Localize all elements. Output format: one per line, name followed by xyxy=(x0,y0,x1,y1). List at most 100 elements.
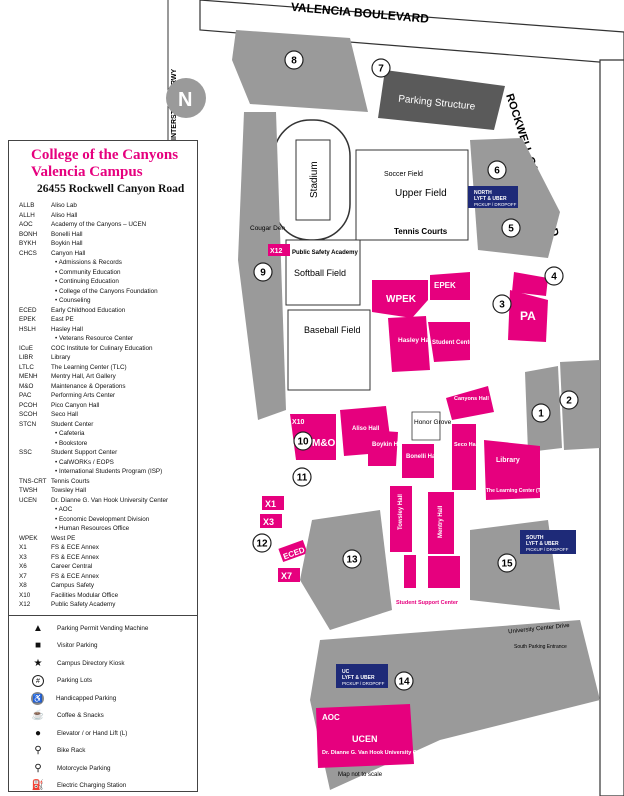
hasley-label: Hasley Hall xyxy=(398,337,433,344)
building-name: Aliso Lab xyxy=(51,202,77,209)
svg-text:LYFT & UBER: LYFT & UBER xyxy=(342,675,375,681)
building-code: X8 xyxy=(19,582,27,589)
seco-hall xyxy=(452,424,476,490)
building-code: X1 xyxy=(19,544,27,551)
svg-text:PICKUP / DROPOFF: PICKUP / DROPOFF xyxy=(526,547,569,552)
symbol-legend-item: ♿Handicapped Parking xyxy=(19,690,191,708)
softball-field-label: Softball Field xyxy=(294,268,346,278)
building-code: SCOH xyxy=(19,411,38,418)
parking-lot-badge xyxy=(497,553,517,573)
legend-panel: College of the Canyons Valencia Campus 2… xyxy=(8,140,198,792)
wpek-building xyxy=(372,280,428,318)
parking-lot-number: 9 xyxy=(260,268,266,279)
ucen-building xyxy=(316,704,414,768)
symbol-label: Parking Permit Vending Machine xyxy=(57,624,149,632)
building-code: BONH xyxy=(19,230,38,238)
symbol-legend-item: ● Elevator / or Hand Lift (L) xyxy=(19,725,191,743)
building-code: LTLC xyxy=(19,363,34,371)
parking-lot-badge xyxy=(253,262,273,282)
building-list-item: X1 FS & ECE Annex xyxy=(19,543,191,553)
parking-lot-2-area xyxy=(560,360,600,450)
boykin-label: Boykin Hall xyxy=(372,442,405,448)
public-safety-academy-label: Public Safety Academy xyxy=(292,250,358,256)
parking-lot-number: 10 xyxy=(297,437,309,448)
symbol-legend-item: ⚲ Motorcycle Parking xyxy=(19,760,191,778)
pa-label: PA xyxy=(520,309,536,323)
symbol-label: Motorcycle Parking xyxy=(57,764,111,772)
parking-lot-badge xyxy=(252,533,272,553)
building-code: PCOH xyxy=(19,401,38,409)
building-code: X7 xyxy=(19,572,27,580)
epek-building xyxy=(430,272,470,300)
building-name: Boykin Hall xyxy=(51,240,83,247)
honor-grove-label: Honor Grove xyxy=(414,419,452,426)
x1-building xyxy=(262,496,284,510)
symbol-legend-item: ⛽Electric Charging Station xyxy=(19,777,191,795)
building-name: • Counseling xyxy=(55,297,91,304)
elevator-icon: ● xyxy=(34,727,42,739)
hasley-hall xyxy=(388,316,430,372)
svg-text:N: N xyxy=(178,89,192,111)
building-code: X12 xyxy=(19,601,31,608)
building-list-item: SCOH Seco Hall xyxy=(19,410,191,420)
building-name: COC Institute for Culinary Education xyxy=(51,344,153,352)
honor-grove xyxy=(411,411,441,441)
parking-lot-number: 7 xyxy=(378,64,384,75)
building-list-item: • Counseling xyxy=(19,296,191,306)
building-code: ECED xyxy=(19,306,37,314)
pa-building xyxy=(508,290,548,342)
ssc-label: Student Support Center xyxy=(396,600,459,606)
charging-station-icon: ⛽ xyxy=(31,780,45,792)
building-list-item: • International Students Program (ISP) xyxy=(19,467,191,477)
building-name: Public Safety Academy xyxy=(51,601,116,608)
building-code: X3 xyxy=(19,553,27,561)
ucen-label: UCEN xyxy=(352,734,378,744)
parking-lot-badge xyxy=(293,431,313,451)
parking-lot-badge xyxy=(292,467,312,487)
building-name: • Community Education xyxy=(55,268,121,276)
svg-text:UC: UC xyxy=(342,669,350,675)
symbol-legend-item: ⚲Bike Rack xyxy=(19,742,191,760)
legend-address: 26455 Rockwell Canyon Road xyxy=(37,183,185,195)
building-code: TNS-CRT xyxy=(19,477,47,485)
building-name: FS & ECE Annex xyxy=(51,544,99,551)
parking-structure xyxy=(378,70,505,130)
parking-lot-number: 5 xyxy=(508,224,514,235)
symbol-label: Visitor Parking xyxy=(57,642,98,650)
motorcycle-icon: ⚲ xyxy=(34,762,42,774)
parking-lot-badge xyxy=(394,671,414,691)
building-name: The Learning Center (TLC) xyxy=(51,363,127,371)
building-list-item: • AOC xyxy=(19,505,191,515)
parking-lot-badge xyxy=(342,549,362,569)
north-rideshare-sign: NORTH LYFT & UBER PICKUP / DROPOFF xyxy=(468,186,518,208)
parking-lot-badge xyxy=(371,58,391,78)
bike-rack-icon: ⚲ xyxy=(34,745,42,757)
symbol-label: Elevator / or Hand Lift (L) xyxy=(57,729,128,737)
visitor-parking-icon: ■ xyxy=(34,640,42,652)
wpek-label: WPEK xyxy=(386,294,417,305)
student-center-label: Student Center xyxy=(432,340,476,346)
canyons-hall-label: Canyons Hall xyxy=(454,396,489,402)
boykin-hall xyxy=(368,430,398,466)
aliso-hall-label: Aliso Hall xyxy=(352,426,380,432)
stadium-label: Stadium xyxy=(309,161,320,198)
building-name: Seco Hall xyxy=(51,411,78,418)
parking-lot-number: 3 xyxy=(499,300,505,311)
building-name: Bonelli Hall xyxy=(51,230,83,238)
symbol-label: Handicapped Parking xyxy=(56,694,117,702)
building-code: SSC xyxy=(19,449,32,456)
x1-label: X1 xyxy=(265,499,276,509)
x12-label: X12 xyxy=(270,248,283,255)
